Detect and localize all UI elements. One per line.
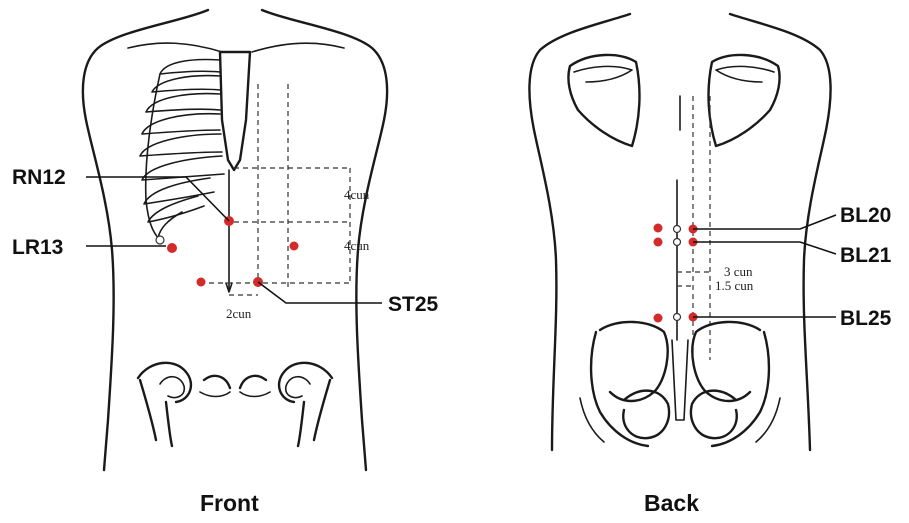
- back-scapula-right: [709, 55, 780, 146]
- back-pelvis: [580, 322, 780, 446]
- back-scapula-left: [568, 55, 639, 146]
- back-spine-marker-1: [674, 226, 681, 233]
- acupoint-bl21-left[interactable]: [654, 238, 663, 247]
- acupoint-bl25-left[interactable]: [654, 314, 663, 323]
- acupoint-bl20-left[interactable]: [654, 224, 663, 233]
- back-inner-measure-label: 1.5 cun: [715, 278, 754, 293]
- acupoint-lr13-mirror[interactable]: [290, 242, 299, 251]
- acupoint-st25-left[interactable]: [197, 278, 206, 287]
- leader-bl21: [693, 242, 836, 254]
- label-rn12: RN12: [12, 166, 66, 189]
- front-rib-tip-marker: [156, 236, 164, 244]
- back-spine-marker-2: [674, 239, 681, 246]
- front-figure: 2cun 4cun 4cun RN12 LR13 ST25 Front: [12, 10, 439, 516]
- front-pelvis: [138, 363, 332, 446]
- acupoint-lr13[interactable]: [167, 243, 177, 253]
- label-st25: ST25: [388, 293, 439, 316]
- front-upper-measure-label: 4cun: [344, 187, 370, 202]
- back-body-outline-left: [529, 14, 630, 450]
- caption-front: Front: [200, 490, 259, 516]
- back-spine-marker-3: [674, 314, 681, 321]
- front-rib-cage: [140, 60, 224, 240]
- front-clavicles: [128, 43, 344, 52]
- leader-bl20: [693, 215, 836, 229]
- label-bl21: BL21: [840, 244, 892, 267]
- label-bl25: BL25: [840, 307, 892, 330]
- caption-back: Back: [644, 490, 699, 516]
- leader-st25: [258, 282, 382, 303]
- back-figure: 3 cun 1.5 cun BL20 BL21 BL25: [529, 14, 891, 516]
- front-sternum: [220, 52, 250, 170]
- label-lr13: LR13: [12, 236, 63, 259]
- front-lower-measure-label: 4cun: [344, 238, 370, 253]
- label-bl20: BL20: [840, 204, 891, 227]
- back-outer-measure-label: 3 cun: [724, 264, 753, 279]
- front-width-label: 2cun: [226, 306, 252, 321]
